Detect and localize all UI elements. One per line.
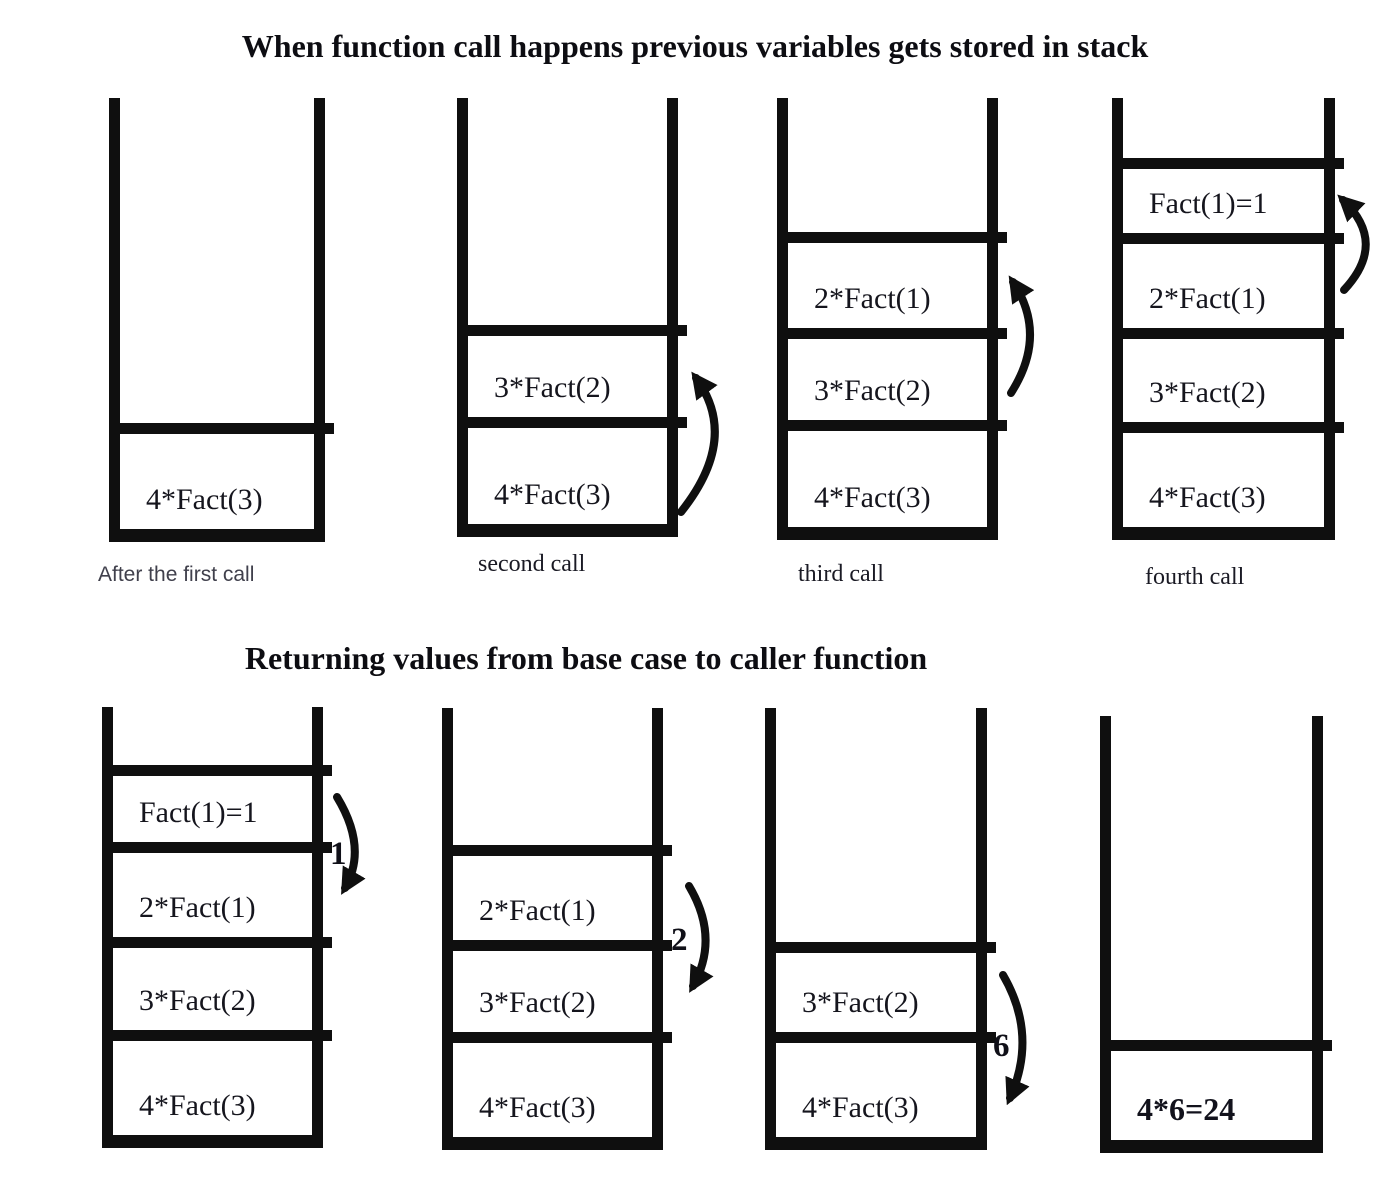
return-stack-1-cell-line xyxy=(113,937,332,948)
call-stack-4-cell-line xyxy=(1123,158,1344,169)
return-stack-1-left-wall xyxy=(102,707,113,1148)
return-stack-2-returned-value: 2 xyxy=(671,922,688,958)
call-stack-3-cell-line xyxy=(788,328,1007,339)
return-stack-4-frame-4*6=24: 4*6=24 xyxy=(1137,1091,1236,1127)
call-stack-3-frame-4*Fact(3): 4*Fact(3) xyxy=(814,481,931,514)
call-stack-4-frame-2*Fact(1): 2*Fact(1) xyxy=(1149,282,1266,315)
return-stack-2-cell-line xyxy=(453,940,672,951)
return-stack-1-right-wall xyxy=(312,707,323,1148)
call-stack-2-cell-line xyxy=(468,325,687,336)
call-stack-1-caption: After the first call xyxy=(98,563,255,586)
return-stack-2-cell-line xyxy=(453,1032,672,1043)
call-stack-4-frame-3*Fact(2): 3*Fact(2) xyxy=(1149,376,1266,409)
call-stack-1-frame-4*Fact(3): 4*Fact(3) xyxy=(146,483,263,516)
call-stack-4-caption: fourth call xyxy=(1145,564,1245,590)
return-stack-4-right-wall xyxy=(1312,716,1323,1153)
call-stack-1-bottom-line xyxy=(109,529,325,542)
return-stack-1-frame-Fact(1)=1: Fact(1)=1 xyxy=(139,796,258,829)
call-stack-4-frame-Fact(1)=1: Fact(1)=1 xyxy=(1149,187,1268,220)
return-stack-1-frame-4*Fact(3): 4*Fact(3) xyxy=(139,1089,256,1122)
return-stack-2-cell-line xyxy=(453,845,672,856)
call-stack-1-left-wall xyxy=(109,98,120,542)
return-stack-1-frame-2*Fact(1): 2*Fact(1) xyxy=(139,891,256,924)
top-section-title: When function call happens previous vari… xyxy=(241,28,1149,64)
call-stack-3-frame-2*Fact(1): 2*Fact(1) xyxy=(814,282,931,315)
return-stack-2-frame-3*Fact(2): 3*Fact(2) xyxy=(479,986,596,1019)
return-stack-3-returned-value: 6 xyxy=(993,1028,1010,1064)
return-stack-3-right-wall xyxy=(976,708,987,1150)
call-stack-3-cell-line xyxy=(788,232,1007,243)
return-stack-4-bottom-line xyxy=(1100,1140,1323,1153)
return-stack-1-returned-value: 1 xyxy=(330,836,347,872)
call-stack-1-cell-line xyxy=(120,423,334,434)
call-arrow-fourth xyxy=(1337,194,1370,294)
return-stack-1-cell-line xyxy=(113,842,332,853)
return-stack-3-frame-3*Fact(2): 3*Fact(2) xyxy=(802,986,919,1019)
call-stack-4-cell-line xyxy=(1123,422,1344,433)
call-stack-2-frame-3*Fact(2): 3*Fact(2) xyxy=(494,371,611,404)
call-stack-3-caption: third call xyxy=(798,561,884,587)
call-stack-3-cell-line xyxy=(788,420,1007,431)
bottom-section-title: Returning values from base case to calle… xyxy=(244,640,928,676)
call-stack-1-right-wall xyxy=(314,98,325,542)
call-stack-2-right-wall xyxy=(667,98,678,537)
return-stack-2-left-wall xyxy=(442,708,453,1150)
return-stack-4-left-wall xyxy=(1100,716,1111,1153)
return-stack-3-frame-4*Fact(3): 4*Fact(3) xyxy=(802,1091,919,1124)
call-stack-4-cell-line xyxy=(1123,328,1344,339)
call-stack-4-frame-4*Fact(3): 4*Fact(3) xyxy=(1149,481,1266,514)
call-stack-3-right-wall xyxy=(987,98,998,540)
call-stack-2-frame-4*Fact(3): 4*Fact(3) xyxy=(494,478,611,511)
call-stack-4-left-wall xyxy=(1112,98,1123,540)
call-stack-3-bottom-line xyxy=(777,527,998,540)
return-stack-3-cell-line xyxy=(776,1032,996,1043)
return-stack-2-frame-4*Fact(3): 4*Fact(3) xyxy=(479,1091,596,1124)
return-stack-2-frame-2*Fact(1): 2*Fact(1) xyxy=(479,894,596,927)
return-stack-1-cell-line xyxy=(113,765,332,776)
call-stack-2-caption: second call xyxy=(478,551,586,577)
call-stack-2-left-wall xyxy=(457,98,468,537)
return-stack-2-bottom-line xyxy=(442,1137,663,1150)
return-stack-1-cell-line xyxy=(113,1030,332,1041)
call-stack-4-cell-line xyxy=(1123,233,1344,244)
call-stack-3-left-wall xyxy=(777,98,788,540)
return-stack-2-right-wall xyxy=(652,708,663,1150)
return-stack-4-cell-line xyxy=(1111,1040,1332,1051)
call-stack-2-bottom-line xyxy=(457,524,678,537)
return-stack-3-cell-line xyxy=(776,942,996,953)
return-stack-3-bottom-line xyxy=(765,1137,987,1150)
call-stack-2-cell-line xyxy=(468,417,687,428)
call-arrow-second xyxy=(677,371,719,516)
call-arrow-third xyxy=(1007,275,1035,397)
call-stack-4-right-wall xyxy=(1324,98,1335,540)
call-stack-3-frame-3*Fact(2): 3*Fact(2) xyxy=(814,374,931,407)
return-stack-1-bottom-line xyxy=(102,1135,323,1148)
return-arrow-2 xyxy=(685,882,714,993)
return-stack-1-frame-3*Fact(2): 3*Fact(2) xyxy=(139,984,256,1017)
return-stack-3-left-wall xyxy=(765,708,776,1150)
call-stack-4-bottom-line xyxy=(1112,527,1335,540)
